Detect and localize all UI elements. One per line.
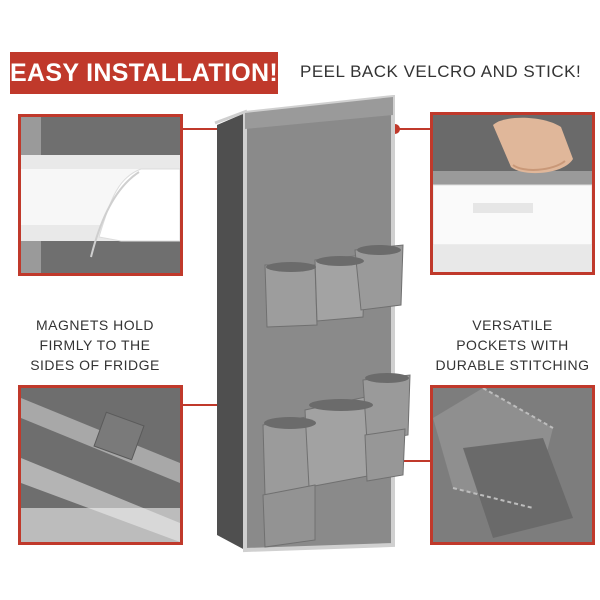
magnets-caption: MAGNETS HOLD FIRMLY TO THE SIDES OF FRID… xyxy=(10,315,180,375)
magnets-caption-line: MAGNETS HOLD xyxy=(35,317,154,333)
magnets-caption-line: SIDES OF FRIDGE xyxy=(30,357,160,373)
velcro-closeup-inset xyxy=(18,114,183,276)
easy-installation-banner: EASY INSTALLATION! xyxy=(10,52,278,94)
pockets-caption-line: VERSATILE xyxy=(472,317,553,333)
lower-pockets xyxy=(262,373,411,548)
connector-line xyxy=(183,128,238,130)
pockets-caption: VERSATILE POCKETS WITH DURABLE STITCHING xyxy=(430,315,595,375)
pockets-caption-line: DURABLE STITCHING xyxy=(435,357,590,373)
magnets-caption-line: FIRMLY TO THE xyxy=(39,337,151,353)
upper-pockets xyxy=(264,244,404,328)
headline-text: PEEL BACK VELCRO AND STICK! xyxy=(300,62,582,81)
peel-velcro-inset xyxy=(430,112,595,275)
pocket-stitching-inset xyxy=(430,385,595,545)
pockets-caption-line: POCKETS WITH xyxy=(456,337,569,353)
magnet-strip-inset xyxy=(18,385,183,545)
connector-line xyxy=(396,128,430,130)
organizer-product-image xyxy=(205,95,430,555)
